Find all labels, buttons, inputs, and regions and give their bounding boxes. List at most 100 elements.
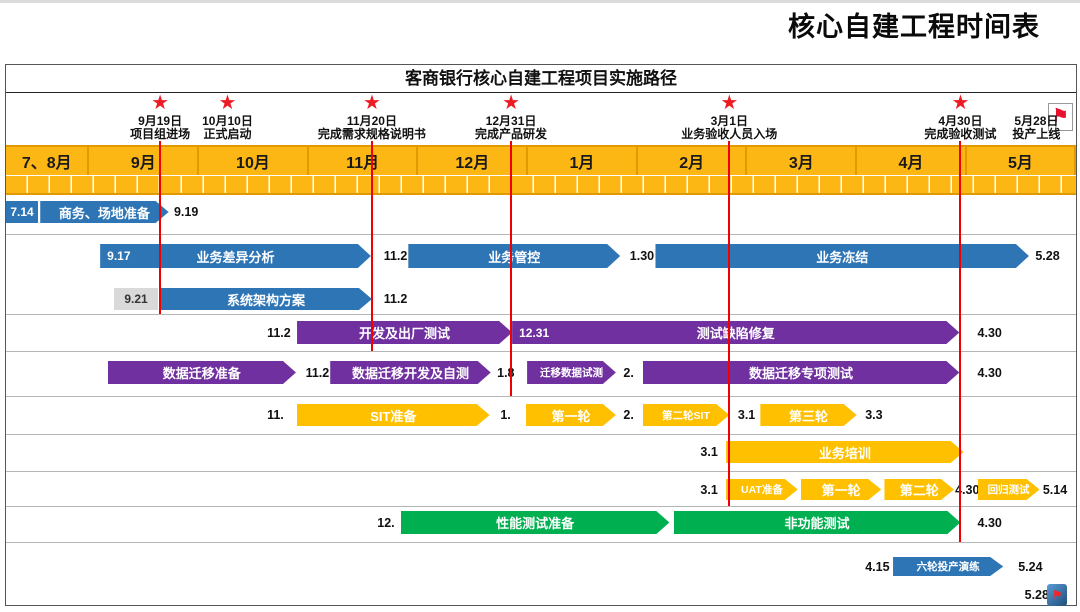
date-label: 4.30 (977, 515, 1002, 530)
date-label: 1. (500, 408, 511, 422)
task-label: 9.21 (124, 292, 148, 306)
month-cell: 10月 (199, 147, 309, 175)
month-cell: 12月 (418, 147, 529, 175)
milestone-date: 10月10日 (202, 114, 253, 128)
row-separator (6, 314, 1076, 315)
launch-flag-glyph: ⚑ (1051, 588, 1063, 602)
milestone-date-line (159, 141, 162, 314)
task-bar: 业务冻结 (655, 244, 1028, 268)
month-cell: 1月 (528, 147, 638, 175)
task-label: 数据迁移专项测试 (748, 366, 853, 381)
milestone-date: 5月28日 (1014, 114, 1059, 128)
month-cell: 11月 (309, 147, 419, 175)
task-bar: 第二轮 (884, 479, 954, 500)
task-label: 7.14 (10, 205, 34, 219)
milestone-date: 3月1日 (710, 114, 748, 128)
date-label: 4.30 (977, 365, 1002, 380)
date-label: 3.3 (865, 408, 883, 422)
task-bar: 7.14 (6, 201, 39, 223)
task-label: 第二轮 (899, 483, 939, 498)
task-label: 业务培训 (818, 445, 871, 461)
milestone-date-line (959, 141, 962, 542)
gantt-row: 3.1 业务培训 (6, 441, 1076, 463)
milestone: ★3月1日业务验收人员入场 (659, 93, 799, 141)
milestone: ★9月19日项目组进场 (90, 93, 230, 141)
top-strip (0, 0, 1080, 3)
week-band (6, 176, 1076, 195)
task-label: 开发及出厂测试 (359, 326, 451, 341)
chart-title: 客商银行核心自建工程项目实施路径 (6, 65, 1076, 93)
date-label: 5.28 (1024, 588, 1049, 602)
start-date-label: 9.17 (107, 249, 131, 263)
task-label: 第一轮 (821, 483, 861, 498)
task-bar: 业务管控 (408, 244, 620, 268)
milestone: 5月28日投产上线 (966, 93, 1080, 141)
milestone-label: 业务验收人员入场 (681, 127, 778, 141)
gantt-row: 5.28 (6, 586, 1076, 604)
date-label: 11.2 (383, 292, 408, 306)
task-bar: 开发及出厂测试 (297, 321, 512, 344)
goal-flag-box: ⚑ (1048, 103, 1073, 131)
month-cell: 2月 (638, 147, 748, 175)
task-label: 业务冻结 (816, 249, 869, 265)
row-separator (6, 434, 1076, 435)
date-label: 12. (377, 515, 395, 530)
milestone-date-line (728, 141, 731, 506)
milestone-label: 完成需求规格说明书 (317, 127, 426, 141)
task-bar: 商务、场地准备 (40, 201, 168, 223)
task-label: 数据迁移准备 (162, 366, 241, 381)
milestone-star-icon: ★ (951, 92, 970, 114)
date-label: 11.2 (383, 249, 408, 263)
task-label: 第二轮SIT (662, 409, 710, 422)
task-bar: 六轮投产演练 (893, 557, 1003, 576)
date-label: 3.1 (700, 445, 718, 459)
milestone: ★11月20日完成需求规格说明书 (302, 93, 442, 141)
date-label: 2. (623, 408, 634, 422)
start-date-label: 12.31 (519, 325, 550, 340)
task-label: SIT准备 (370, 408, 417, 424)
date-label: 1.30 (629, 249, 655, 263)
page-title: 核心自建工程时间表 (788, 12, 1040, 42)
date-label: 3.1 (700, 482, 718, 497)
row-separator (6, 234, 1076, 235)
date-label: 5.14 (1042, 482, 1068, 497)
milestone-star-icon: ★ (502, 92, 520, 114)
task-bar: 第二轮SIT (643, 404, 730, 426)
milestone-label: 完成产品研发 (475, 127, 548, 141)
milestone-date: 12月31日 (485, 114, 537, 128)
milestone-star-icon: ★ (218, 92, 237, 114)
task-bar: 第一轮 (526, 404, 616, 426)
task-label: 性能测试准备 (496, 516, 575, 531)
milestone-label: 正式启动 (203, 127, 252, 141)
launch-icon: ⚑ (1047, 584, 1068, 606)
milestone-star-icon: ★ (151, 92, 170, 114)
date-label: 5.24 (1018, 559, 1043, 574)
month-cell: 5月 (967, 147, 1076, 175)
task-bar: 第三轮 (760, 404, 856, 426)
task-label: 迁移数据试测 (539, 367, 603, 379)
task-bar: 9.21 (114, 288, 158, 310)
milestone-star-icon: ★ (362, 92, 381, 114)
task-bar: 第一轮 (801, 479, 881, 500)
task-label: 第一轮 (551, 408, 591, 424)
milestone-star-icon: ★ (720, 92, 739, 114)
month-cell: 9月 (89, 147, 200, 175)
date-label: 4.15 (865, 559, 890, 574)
task-label: 业务差异分析 (196, 249, 275, 265)
date-label: 11. (267, 408, 284, 422)
row-separator (6, 396, 1076, 397)
task-bar: SIT准备 (297, 404, 490, 426)
milestone-date-line (370, 141, 373, 351)
task-label: 回归测试 (987, 484, 1030, 496)
row-separator (6, 542, 1076, 543)
milestone: ★10月10日正式启动 (157, 93, 297, 141)
task-bar: 业务培训 (726, 441, 964, 463)
